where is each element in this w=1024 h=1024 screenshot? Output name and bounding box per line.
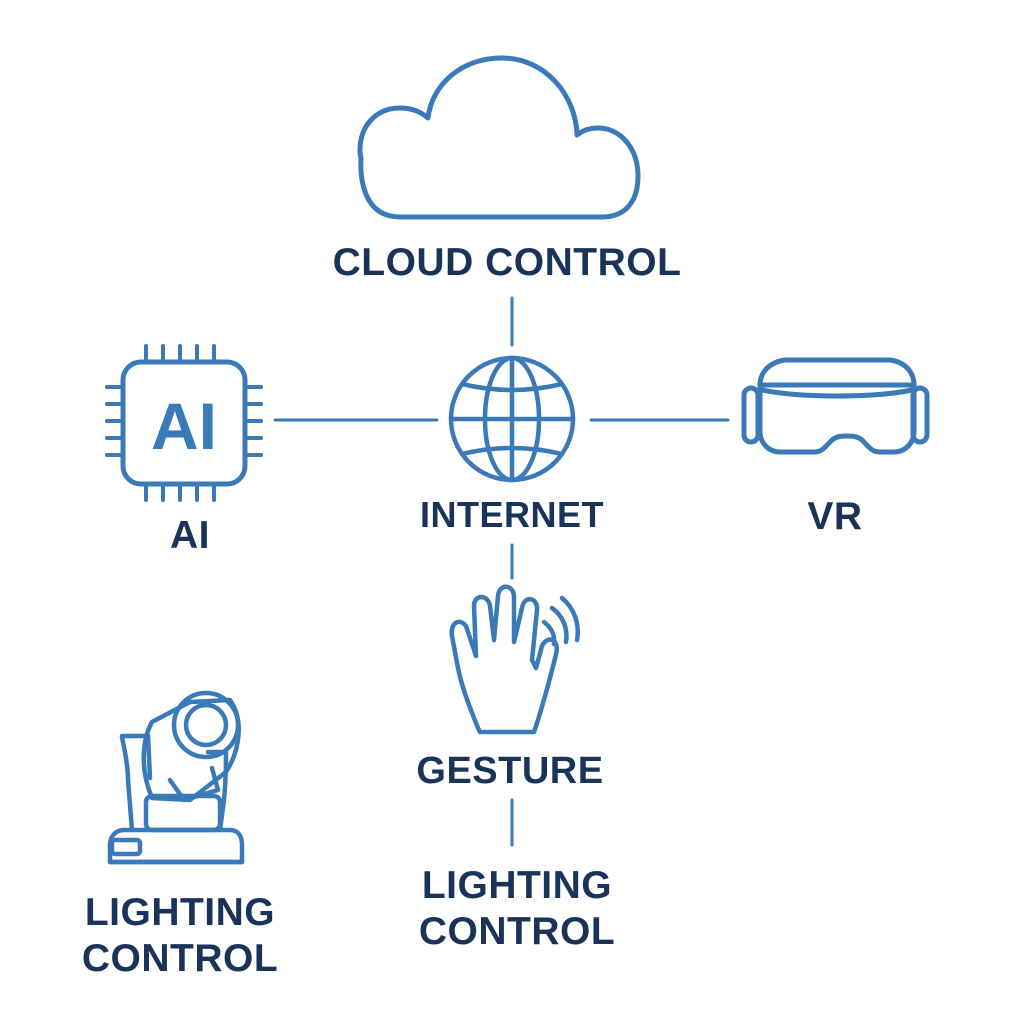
lighting-control-center-line2: CONTROL [418, 910, 616, 953]
lighting-control-label-left: LIGHTING CONTROL [60, 890, 300, 982]
globe-icon [448, 355, 576, 483]
ai-label: AI [170, 514, 210, 557]
waving-hand-icon [449, 584, 580, 735]
vr-label: VR [807, 495, 863, 538]
lighting-control-left-line2: CONTROL [81, 937, 279, 980]
vr-headset-icon [741, 357, 930, 455]
cloud-control-label: CLOUD CONTROL [332, 241, 682, 284]
lighting-control-center-line1: LIGHTING [421, 864, 613, 907]
connectors [273, 296, 730, 847]
gesture-label: GESTURE [416, 750, 604, 792]
lighting-control-left-line1: LIGHTING [84, 891, 276, 934]
ai-chip-text: AI [151, 389, 217, 463]
internet-label: INTERNET [420, 494, 604, 535]
cloud-icon [357, 55, 641, 220]
lighting-control-label-center: LIGHTING CONTROL [397, 863, 637, 955]
moving-head-light-icon [107, 690, 245, 865]
ai-chip-icon: AI [105, 344, 263, 502]
